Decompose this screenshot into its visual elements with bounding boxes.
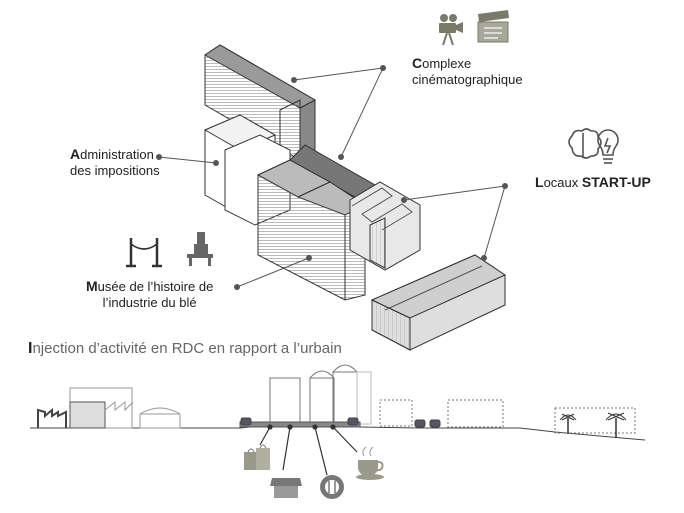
label-startup-rest: ocaux	[543, 175, 582, 190]
label-cinema-line1: omplexe	[422, 56, 472, 71]
label-admin-line2: des impositions	[70, 163, 160, 178]
industrial-machine-icon	[187, 232, 213, 266]
label-admin-initial: A	[70, 146, 81, 162]
shopping-bags-icon	[244, 444, 270, 470]
label-administration: Administration des impositions	[70, 146, 160, 179]
section-title: Injection d’activité en RDC en rapport a…	[28, 340, 342, 358]
section-title-rest: njection d’activité en RDC en rapport a …	[32, 340, 342, 357]
market-stall-icon	[270, 478, 302, 498]
street-section	[30, 364, 646, 441]
label-museum-line1: usée de l’histoire de	[97, 279, 214, 294]
film-camera-icon	[439, 14, 463, 46]
label-cinema-line2: cinématographique	[412, 72, 523, 87]
label-startup-initial: L	[535, 174, 544, 190]
restaurant-plate-icon	[320, 475, 344, 499]
lightbulb-icon	[597, 129, 619, 164]
label-museum-initial: M	[86, 278, 98, 294]
label-museum-line2: l’industrie du blé	[102, 295, 197, 310]
startup-building-small	[349, 181, 421, 271]
label-museum: Musée de l’histoire de l’industrie du bl…	[86, 278, 213, 311]
leader-dots	[156, 65, 508, 290]
clapperboard-icon	[477, 10, 509, 43]
section-title-initial: I	[28, 340, 33, 357]
museum-rope-barrier-icon	[126, 238, 162, 268]
cinema-complex-building	[204, 44, 317, 171]
museum-building	[256, 159, 367, 301]
leader-lines	[158, 67, 506, 288]
startup-building-large	[370, 254, 507, 351]
brain-icon	[568, 128, 602, 159]
coffee-cup-icon	[356, 446, 384, 480]
label-startup: Locaux START-UP	[535, 174, 651, 191]
label-admin-line1: dministration	[80, 147, 154, 162]
activity-connectors	[259, 424, 358, 476]
label-startup-bold: START-UP	[581, 174, 651, 190]
label-cinema-initial: C	[412, 55, 423, 71]
label-cinema-complex: Complexe cinématographique	[412, 55, 523, 88]
